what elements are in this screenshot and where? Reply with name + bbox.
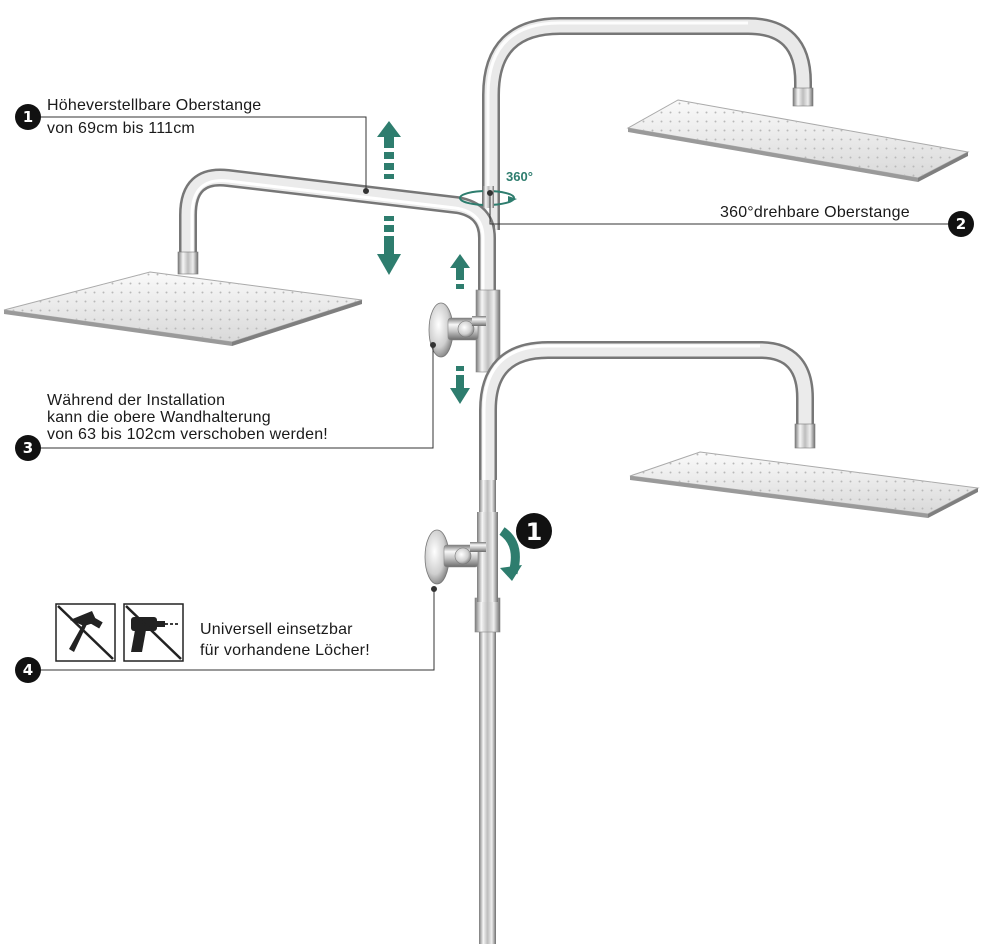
callout-3-number: 3 [23, 439, 33, 457]
callout-badge-3: 3 [15, 435, 41, 461]
upper-wall-bracket [428, 302, 486, 358]
callout-1-line-2: von 69cm bis 111cm [47, 120, 195, 137]
callout-1-number: 1 [23, 108, 33, 126]
lower-shower-head [629, 451, 980, 518]
callout-3-line-1: Während der Installation [47, 392, 225, 409]
callout-1-line-1: Höheverstellbare Oberstange [47, 97, 261, 114]
callout-2-line-1: 360°drehbare Oberstange [720, 204, 910, 221]
callout-3-line-3: von 63 bis 102cm verschoben werden! [47, 426, 328, 443]
leader-lines [40, 116, 948, 671]
rotation-arrow [499, 527, 522, 581]
rotation-360-icon: 360° [459, 169, 533, 208]
callout-4-line-1: Universell einsetzbar [200, 621, 353, 638]
adjustable-top-arm [177, 168, 496, 300]
callout-3-line-2: kann die obere Wandhalterung [47, 409, 271, 426]
rotation-label: 360° [506, 169, 533, 184]
no-hammer-icon [55, 603, 116, 662]
callout-4-number: 4 [23, 661, 33, 679]
callout-2-number: 2 [956, 215, 966, 233]
upper-shower-arm [482, 17, 814, 230]
height-adjust-arrows [377, 121, 401, 275]
bracket-badge-number: 1 [526, 518, 543, 546]
upper-shower-head [626, 99, 970, 182]
bracket-slide-arrows [450, 254, 470, 404]
callout-badge-2: 2 [948, 211, 974, 237]
bracket-badge: 1 [516, 513, 552, 549]
no-drill-icon [123, 603, 184, 662]
callout-badge-1: 1 [15, 104, 41, 130]
callout-badge-4: 4 [15, 657, 41, 683]
adjustable-shower-head [3, 271, 363, 346]
lower-wall-bracket [424, 529, 486, 585]
pole-coupling [474, 512, 501, 633]
lower-shower-arm [479, 341, 816, 480]
callout-4-line-2: für vorhandene Löcher! [200, 642, 370, 659]
